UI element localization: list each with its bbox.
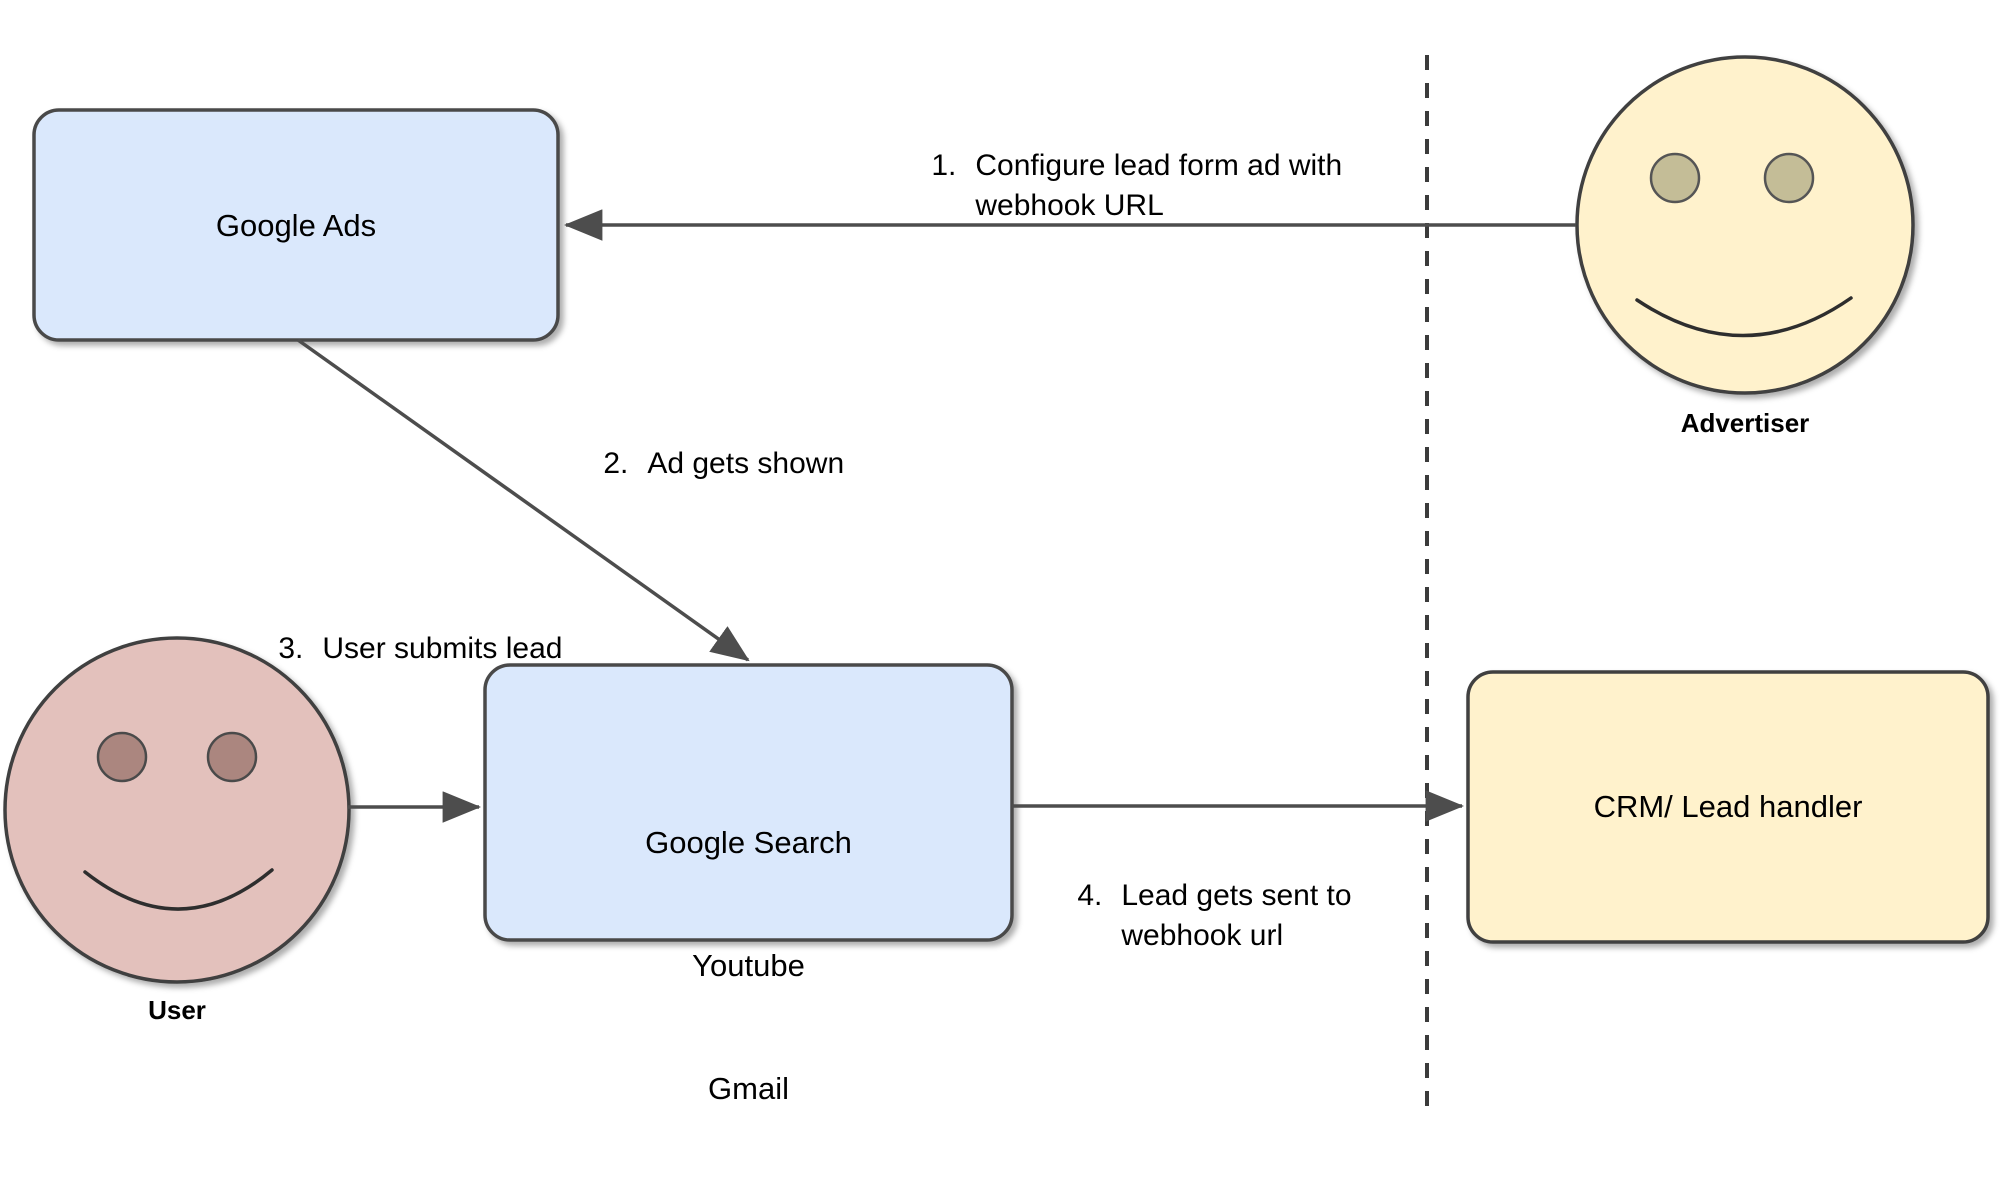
actor-user[interactable] [3,636,351,984]
diagram-svg [3,55,1990,1108]
user-right-eye-icon [206,731,258,783]
step-4-number: 4. [1077,879,1103,912]
step-4-line-1: Lead gets sent to [1121,879,1352,912]
diagram-canvas: Google Ads Google Search Youtube Gmail C… [3,55,1990,1108]
advertiser-left-eye-icon [1649,152,1701,204]
edge-2-google-ads-to-surfaces [296,338,750,662]
node-crm-lead-handler[interactable] [1466,670,1990,944]
step-1-line-1: Configure lead form ad with [975,149,1343,182]
node-google-ads[interactable] [32,108,560,342]
edge-label-step-4: 4. Lead gets sent to webhook url [1044,836,1352,996]
step-2-line-1: Ad gets shown [647,447,845,480]
step-4-line-2: webhook url [1121,919,1284,952]
step-1-number: 1. [931,149,957,182]
user-left-eye-icon [96,731,148,783]
advertiser-smile-icon [1635,296,1853,338]
advertiser-right-eye-icon [1763,152,1815,204]
actor-advertiser[interactable] [1575,55,1915,395]
user-caption: User [148,995,206,1025]
step-2-number: 2. [603,447,629,480]
user-face-circle [3,636,351,984]
step-1-line-2: webhook URL [975,189,1164,222]
edge-label-step-3: 3. User submits lead [245,589,562,709]
step-3-line-1: User submits lead [322,632,563,665]
node-google-surfaces[interactable] [483,663,1014,942]
step-3-number: 3. [278,632,304,665]
edge-label-step-2: 2. Ad gets shown [570,404,844,524]
advertiser-caption: Advertiser [1680,408,1810,438]
user-smile-icon [83,868,274,911]
advertiser-face-circle [1575,55,1915,395]
edge-label-step-1: 1. Configure lead form ad with webhook URL [898,106,1342,266]
